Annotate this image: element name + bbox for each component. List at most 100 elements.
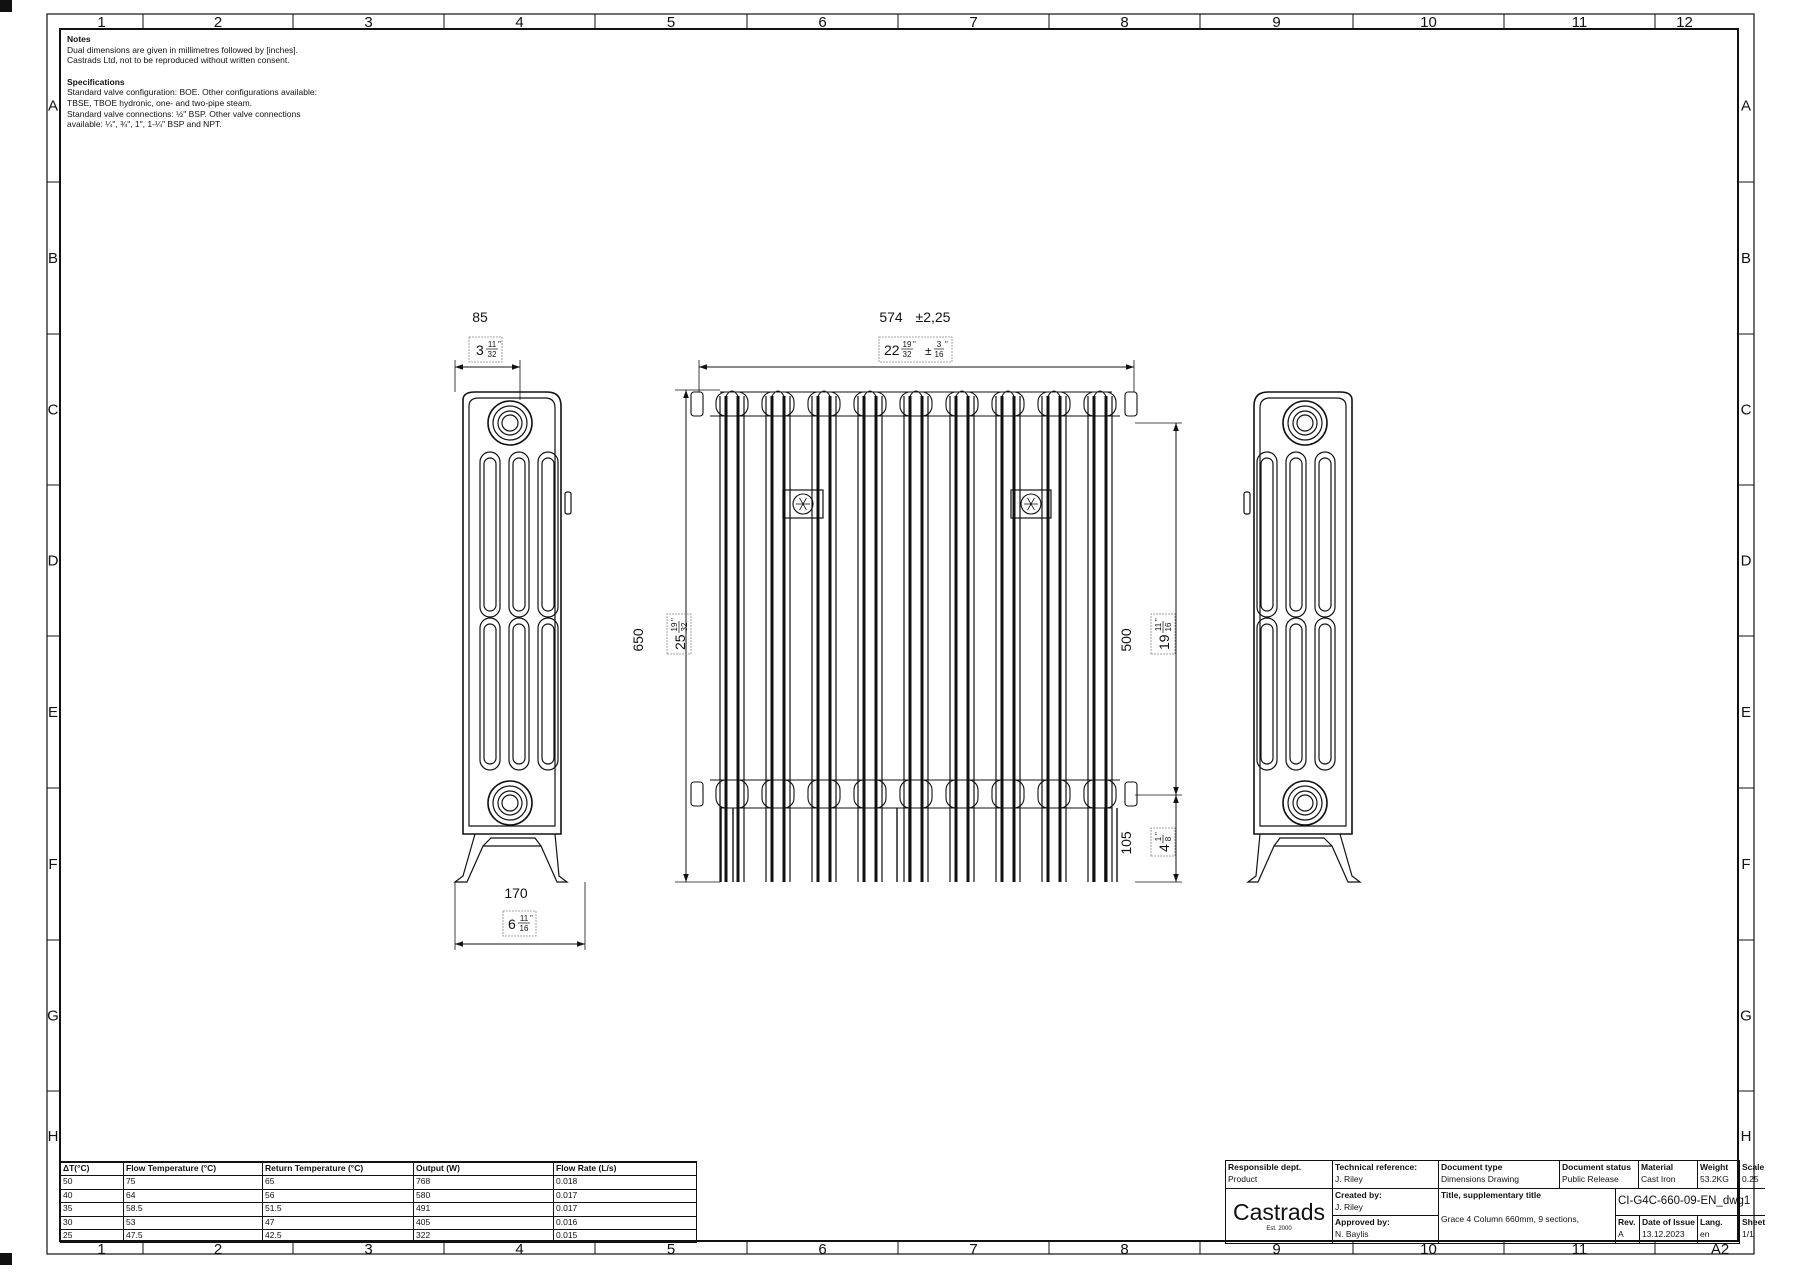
weight-label: Weight	[1700, 1162, 1729, 1172]
column-label: 1	[97, 14, 105, 31]
sheet-value: 1/1	[1742, 1229, 1754, 1239]
scale-value: 0.25	[1742, 1174, 1759, 1184]
document-type-value: Dimensions Drawing	[1441, 1174, 1519, 1184]
svg-text:": "	[913, 340, 916, 349]
weight-cell: Weight 53.2KG	[1697, 1161, 1739, 1188]
side-nipple	[564, 491, 572, 515]
bottom-header	[1037, 779, 1071, 809]
title-label: Title, supplementary title	[1441, 1190, 1541, 1200]
end-bush	[690, 391, 704, 417]
column-tube-inner	[512, 623, 526, 765]
top-header	[945, 391, 979, 417]
column-label: 10	[1420, 14, 1437, 31]
row-label: B	[1741, 250, 1751, 267]
weight-value: 53.2KG	[1700, 1174, 1729, 1184]
width-inch-box: 22 19 32 " ± 3 16 "	[878, 336, 953, 363]
centres-inch-num: 11	[1154, 622, 1163, 631]
foot-depth-inch-box: 6 11 16 "	[502, 910, 537, 937]
radiator-foot-inner	[482, 837, 542, 847]
cell: 35	[60, 1202, 124, 1217]
header-output: Output (W)	[413, 1161, 554, 1177]
column-tube-inner	[541, 623, 555, 765]
wall-bracket	[1010, 489, 1052, 519]
end-bush	[1124, 781, 1138, 807]
table-row: 25 47.5 42.5 322 0.015	[60, 1228, 697, 1244]
column-label: 6	[818, 14, 826, 31]
column-label: 6	[818, 1241, 826, 1258]
cell: 65	[262, 1175, 414, 1190]
valve-plug	[501, 414, 519, 432]
revision-label: Rev.	[1618, 1217, 1636, 1227]
cell: 56	[262, 1188, 414, 1204]
document-number: CI-G4C-660-09-EN_dwg1	[1618, 1195, 1751, 1207]
table-row: 35 58.5 51.5 491 0.017	[60, 1202, 697, 1217]
top-header	[715, 391, 749, 417]
notes-line-1: Dual dimensions are given in millimetres…	[67, 44, 299, 55]
connection-ring	[1287, 785, 1323, 821]
date-of-issue-value: 13.12.2023	[1642, 1229, 1685, 1239]
svg-text:": "	[530, 914, 533, 923]
side-view-left	[453, 391, 572, 883]
column-tube	[537, 617, 559, 771]
cell: 0.017	[553, 1202, 697, 1217]
row-label: A	[1741, 98, 1751, 115]
height-mm-label: 650	[630, 628, 646, 652]
bottom-header	[899, 779, 933, 809]
connection-ring	[492, 785, 528, 821]
column-label: 8	[1120, 1241, 1128, 1258]
performance-table: ΔT(°C) Flow Temperature (°C) Return Temp…	[60, 1161, 697, 1244]
svg-text:": "	[945, 340, 948, 349]
svg-text:": "	[1154, 618, 1163, 621]
specifications-heading: Specifications	[67, 76, 125, 87]
section-cap	[909, 390, 923, 397]
cell: 40	[60, 1188, 124, 1204]
column-label: 7	[969, 1241, 977, 1258]
date-of-issue-cell: Date of Issue 13.12.2023	[1639, 1215, 1697, 1243]
centres-mm-label: 500	[1118, 628, 1134, 652]
column-tube	[1256, 451, 1278, 618]
svg-text:": "	[670, 618, 679, 621]
side-view-right	[1243, 391, 1362, 883]
technical-reference-value: J. Riley	[1335, 1174, 1363, 1184]
cell: 580	[413, 1188, 554, 1204]
height-inch-den: 32	[680, 622, 689, 631]
height-inch-num: 19	[670, 622, 679, 631]
depth-mm-label: 85	[472, 309, 488, 325]
end-bush	[690, 781, 704, 807]
radiator-side-outline	[1253, 391, 1353, 835]
section-cap	[1047, 390, 1061, 397]
radiator-foot	[453, 833, 569, 883]
column-label: 4	[515, 1241, 523, 1258]
cell: 0.015	[553, 1228, 697, 1244]
depth-inch-den: 32	[488, 350, 497, 359]
connection-boss	[1282, 780, 1328, 826]
column-tube	[1285, 617, 1307, 771]
cell: 768	[413, 1175, 554, 1190]
valve-plug	[501, 794, 519, 812]
foot-inch-den: 16	[520, 924, 529, 933]
column-tube	[1314, 617, 1336, 771]
section-cap	[955, 390, 969, 397]
performance-header-row: ΔT(°C) Flow Temperature (°C) Return Temp…	[60, 1161, 697, 1177]
spec-line-1: Standard valve configuration: BOE. Other…	[67, 87, 317, 98]
responsible-dept-label: Responsible dept.	[1228, 1162, 1302, 1172]
notes-block: Notes Dual dimensions are given in milli…	[67, 34, 397, 130]
section-cap	[863, 390, 877, 397]
foot-depth-mm-label: 170	[504, 885, 528, 901]
depth-inch-num: 11	[488, 340, 497, 349]
cell: 53	[123, 1215, 263, 1230]
column-label: 8	[1120, 14, 1128, 31]
top-header	[853, 391, 887, 417]
width-inch-den: 32	[903, 350, 912, 359]
bottom-header	[991, 779, 1025, 809]
foot-inch-whole: 6	[508, 916, 516, 932]
technical-reference-label: Technical reference:	[1335, 1162, 1418, 1172]
radiator-side-inner	[1259, 397, 1347, 827]
connection-ring	[497, 790, 523, 816]
material-cell: Material Cast Iron	[1638, 1161, 1697, 1188]
height-inch-whole: 25	[672, 634, 688, 650]
bottom-header	[761, 779, 795, 809]
column-label: 2	[214, 14, 222, 31]
bottom-mm-label: 105	[1118, 831, 1134, 855]
